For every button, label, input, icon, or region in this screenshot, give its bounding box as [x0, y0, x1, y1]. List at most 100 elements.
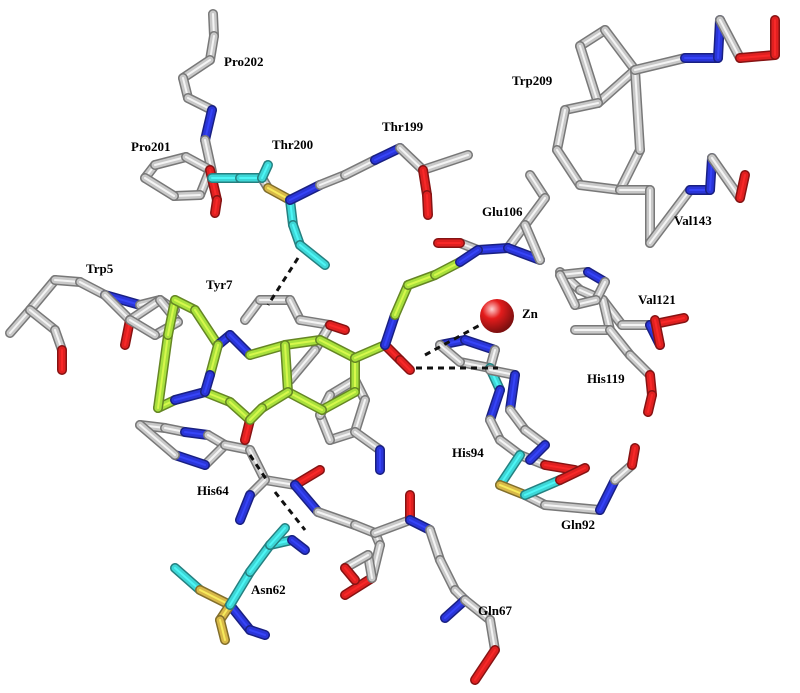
residue-trp209c-bond: [715, 15, 745, 63]
ligand-b-bond: [245, 340, 290, 360]
ligand-e-bond: [395, 355, 415, 375]
residue-pro201b-bond: [210, 195, 222, 218]
ligand-d-bond: [245, 403, 267, 425]
residue-asn62-bond: [225, 600, 255, 635]
residue-his94c-bond: [505, 370, 520, 415]
residue-val143-bond: [645, 185, 695, 248]
residue-trp209b-bond: [552, 105, 570, 155]
ligand-ring-bond: [317, 387, 360, 415]
ligand-b-bond: [163, 295, 180, 340]
residue-trp5d-bond: [125, 295, 165, 325]
residue-glu106b-bond: [520, 220, 545, 265]
ligand-f-bond: [455, 245, 483, 267]
residue-gln67c-bond: [460, 595, 495, 625]
residue-asn62-bond: [195, 585, 235, 610]
residue-gln67c-bond: [470, 645, 500, 685]
residue-his64b-bond: [260, 475, 300, 490]
residue-gln67b-bond: [425, 525, 445, 565]
residue-his94-bond: [435, 340, 465, 367]
residue-asn62d-bond: [265, 523, 290, 550]
residue-trp5b-bond: [25, 305, 60, 335]
residue-trp209b-bond: [552, 145, 585, 190]
label-val143: Val143: [674, 213, 712, 228]
residue-asn62c-bond: [225, 567, 255, 610]
residue-his119b-bond: [643, 390, 657, 417]
residue-his64d-bond: [313, 507, 360, 530]
ligand-ring-bond: [280, 340, 293, 397]
hbond-his64-asn62: [273, 491, 307, 531]
residue-pro202-bond: [200, 105, 217, 145]
residue-his94-bond: [460, 335, 500, 355]
label-gln92: Gln92: [561, 517, 595, 532]
residue-trp209-bond: [593, 65, 640, 108]
residue-his64c-bond: [235, 490, 255, 525]
residue-pro201-bond: [150, 152, 191, 170]
residue-his64-bond: [170, 450, 210, 470]
residue-gln67c-bond: [485, 615, 500, 655]
label-pro201: Pro201: [131, 139, 170, 154]
residue-asn62b-bond: [215, 615, 230, 645]
residue-glu106-bond: [520, 193, 550, 230]
residue-thr200b-bond: [257, 160, 273, 183]
ligand-ring-bond: [283, 387, 327, 415]
residue-pro201-bond: [140, 173, 179, 201]
hbond-ligand-his64: [248, 454, 270, 483]
residue-asn62-bond: [245, 625, 270, 640]
zinc-ion: [480, 299, 514, 333]
residue-val143-bond: [735, 170, 750, 203]
residue-his119b-bond: [605, 325, 635, 360]
residue-his94b-bond: [540, 460, 580, 475]
label-layer: Pro202 Pro201 Thr200 Thr199 Trp209 Glu10…: [86, 54, 712, 618]
label-trp5: Trp5: [86, 261, 114, 276]
residue-his119-bond: [555, 270, 580, 310]
ligand-ring-bond: [315, 335, 360, 363]
residue-gln92-bond: [627, 443, 640, 470]
residue-thr199-bond: [340, 155, 380, 180]
residue-thr199-bond: [395, 143, 428, 175]
residue-asn62c-bond: [245, 540, 275, 577]
residue-his64d-bond: [340, 573, 377, 600]
label-glu106: Glu106: [482, 204, 523, 219]
residue-trp209b-bond: [560, 98, 603, 115]
residue-trp209c-bond: [735, 50, 780, 63]
label-thr199: Thr199: [382, 119, 424, 134]
ligand-f-bond: [380, 310, 400, 350]
label-gln67: Gln67: [478, 603, 512, 618]
residue-trp209-bond: [575, 41, 603, 108]
ligand-b-bond: [153, 330, 173, 413]
residue-gln92-bond: [495, 450, 525, 490]
label-trp209: Trp209: [512, 73, 553, 88]
residue-thr200-bond: [295, 240, 330, 270]
ligand-e-bond: [350, 340, 390, 363]
residue-gln92b-bond: [555, 463, 590, 485]
residue-asn62-bond: [170, 563, 205, 595]
residue-gln92-bond: [540, 500, 605, 515]
label-tyr7: Tyr7: [206, 277, 233, 292]
label-zn: Zn: [522, 306, 539, 321]
residue-his64d-bond: [290, 480, 323, 517]
residue-tyr7d-bond: [350, 427, 385, 455]
residue-trp209c-bond: [630, 53, 690, 75]
residue-tyr7b-bond: [325, 320, 350, 335]
residue-gln67-bond: [370, 515, 415, 538]
residue-val143-bond: [707, 153, 745, 203]
ligand-bond: [170, 387, 210, 405]
ligand-f-bond: [390, 280, 413, 320]
hbond-layer: [248, 257, 498, 531]
label-val121: Val121: [638, 292, 676, 307]
residue-asn62c-bond: [287, 535, 310, 555]
residue-thr199-bond: [418, 150, 473, 175]
residue-his64e-bond: [340, 563, 360, 585]
label-his119: His119: [587, 371, 625, 386]
residue-his94c-bond: [525, 440, 550, 465]
label-asn62: Asn62: [251, 582, 286, 597]
residue-trp5d-bond: [125, 315, 160, 340]
ligand-d-bond: [257, 387, 293, 413]
ligand-c-bond: [205, 340, 223, 380]
label-pro202: Pro202: [224, 54, 263, 69]
residue-pro202-bond: [178, 55, 215, 83]
hbond-thr200-tyr7: [266, 257, 300, 306]
label-thr200: Thr200: [272, 137, 313, 152]
